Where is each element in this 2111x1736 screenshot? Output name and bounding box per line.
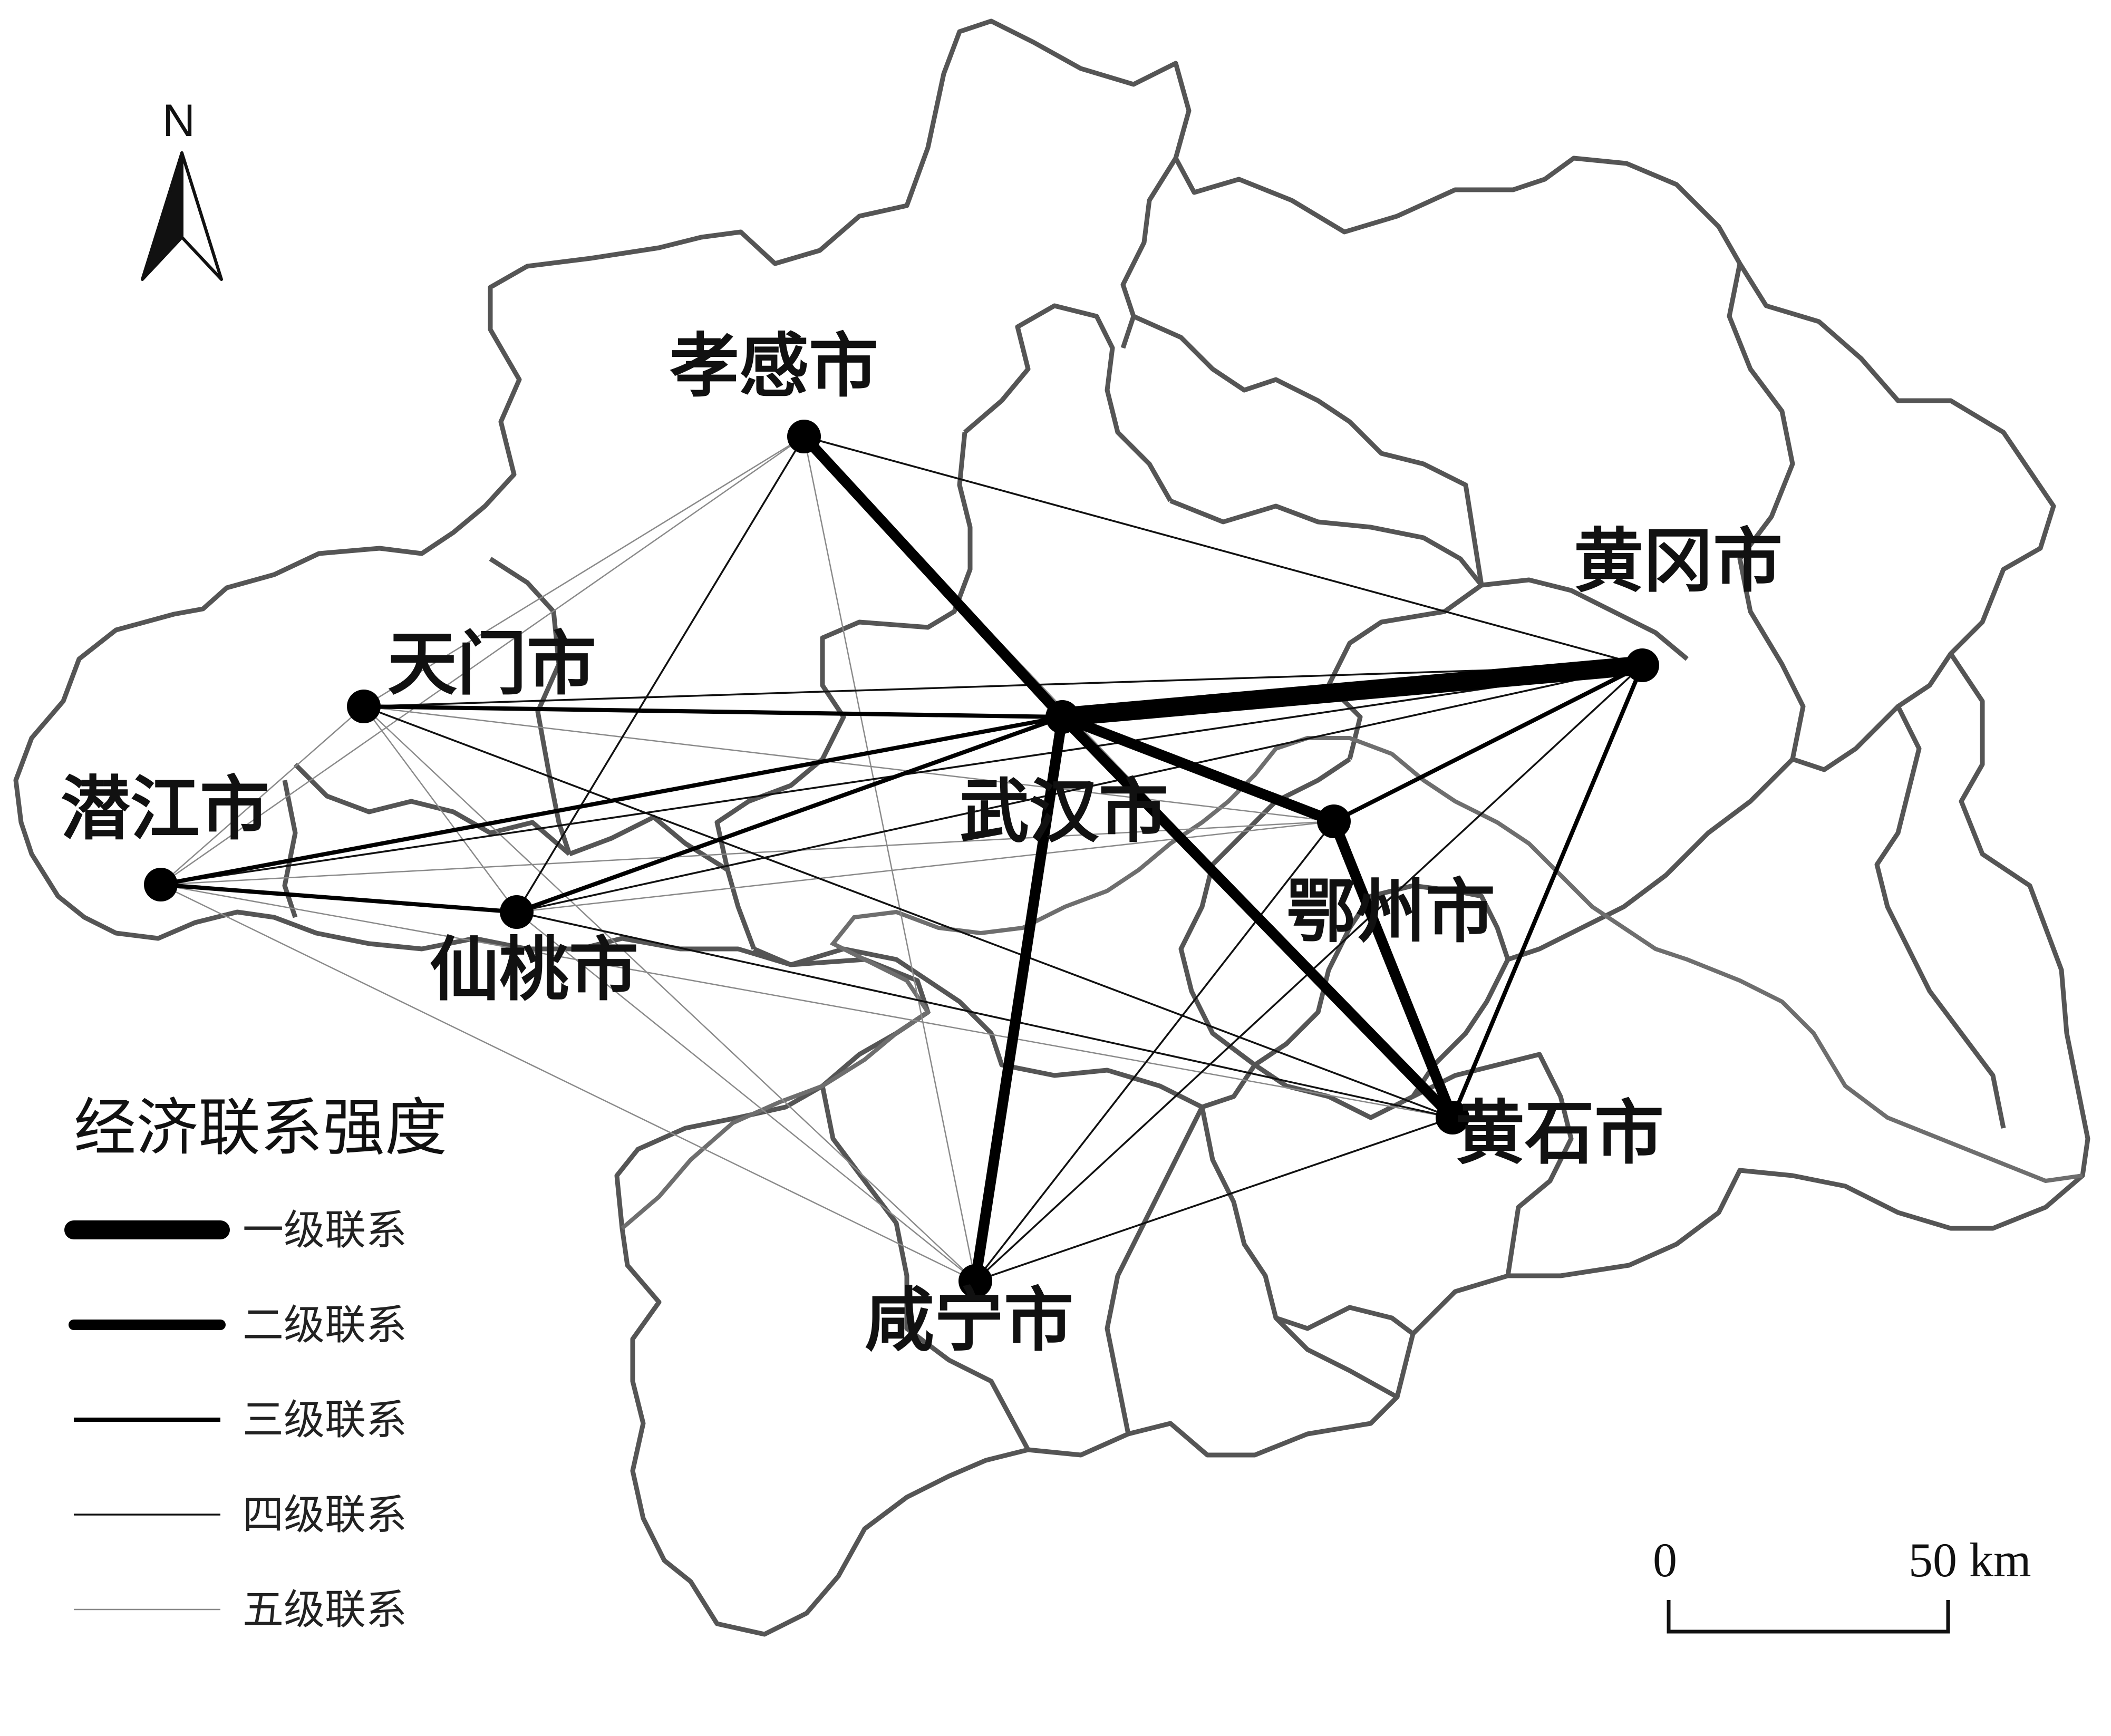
boundary-xiaogan-tianmen: [489, 557, 572, 855]
link-tianmen-xianning: [363, 705, 976, 1282]
city-node-huanggang: [1625, 648, 1659, 682]
north-arrow-outline-icon: [180, 151, 223, 281]
link-xiantao-xianning: [516, 911, 976, 1282]
legend-title: 经济联系强度: [74, 1091, 447, 1164]
link-qianjiang-wuhan: [159, 715, 1064, 887]
link-xiantao-wuhan: [515, 715, 1064, 914]
link-xiaogan-huanggang: [803, 435, 1643, 666]
boundary-huanggang-inner-1: [1481, 577, 1689, 661]
link-wuhan-ezhou: [1057, 712, 1339, 827]
link-xiaogan-qianjiang: [160, 435, 805, 886]
boundary-huangshi-north: [1253, 1052, 1574, 1276]
city-label-xianning: 咸宁市: [865, 1280, 1073, 1361]
scale-bar: 0 50 km: [1653, 1533, 2031, 1634]
city-label-tianmen: 天门市: [388, 624, 596, 705]
legend-label-level-4: 四级联系: [243, 1491, 407, 1539]
scale-end-label: 50 km: [1909, 1533, 2031, 1587]
boundary-xiaogan-wuhan: [963, 303, 1173, 502]
legend-label-level-1: 一级联系: [243, 1207, 407, 1254]
north-arrow: N: [141, 95, 223, 281]
link-ezhou-huangshi: [1329, 816, 1458, 1123]
boundary-huanggang-inner-4: [1874, 705, 2006, 1129]
boundary-huanggang-inner-3: [1507, 757, 1795, 962]
city-node-ezhou: [1317, 804, 1351, 838]
link-tianmen-wuhan: [362, 704, 1064, 719]
city-label-wuhan: 武汉市: [960, 771, 1168, 852]
city-label-huanggang: 黄冈市: [1574, 521, 1783, 602]
scale-start-label: 0: [1653, 1533, 1677, 1587]
link-xiaogan-xiantao: [516, 435, 805, 913]
link-tianmen-xiantao: [363, 705, 518, 913]
link-xiaogan-xianning: [803, 435, 976, 1282]
link-tianmen-ezhou: [363, 705, 1335, 822]
boundary-xianning-inner-1: [820, 1085, 1030, 1451]
boundary-ezhou: [1253, 883, 1510, 1098]
link-wuhan-huanggang: [1053, 656, 1652, 726]
link-xiantao-ezhou: [516, 820, 1335, 913]
link-qianjiang-tianmen: [160, 705, 365, 886]
link-qianjiang-xiantao: [159, 882, 519, 914]
boundary-tianmen-qianjiang: [293, 762, 571, 856]
boundary-xianning-inner-3: [1275, 1305, 1415, 1336]
boundary-wuhan-east: [1178, 757, 1351, 1067]
north-label: N: [162, 95, 195, 146]
link-ezhou-huanggang: [1332, 663, 1644, 823]
boundary-wuhan-south: [753, 946, 1257, 1110]
link-xianning-ezhou: [974, 820, 1335, 1282]
boundary-xianning-inner-2: [1105, 1105, 1205, 1434]
link-xiaogan-tianmen: [363, 435, 805, 707]
city-node-xiantao: [500, 895, 534, 929]
link-wuhan-xiaogan: [799, 431, 1068, 722]
boundary-huanggang-inner-6: [1132, 314, 1484, 586]
city-label-xiaogan: 孝感市: [670, 326, 878, 407]
scale-bar-line: [1667, 1600, 1950, 1634]
legend-label-level-3: 三级联系: [243, 1396, 407, 1444]
link-qianjiang-xianning: [160, 884, 976, 1282]
link-xiantao-huangshi: [516, 911, 1454, 1119]
legend: 经济联系强度 一级联系 二级联系 三级联系 四级联系 五级联系: [64, 1091, 447, 1634]
city-nodes: [144, 420, 1659, 1298]
link-qianjiang-huangshi: [160, 884, 1454, 1119]
link-qianjiang-ezhou: [160, 820, 1335, 886]
link-wuhan-huangshi: [1057, 712, 1458, 1123]
economic-links: [159, 431, 1652, 1286]
city-node-xiaogan: [787, 420, 821, 453]
city-node-huangshi: [1436, 1101, 1469, 1134]
city-node-xianning: [958, 1264, 992, 1298]
boundary-huangshi-west: [1199, 1107, 1399, 1399]
city-labels: 孝感市 黄冈市 天门市 武汉市 潜江市 鄂州市 仙桃市 黄石市 咸宁市: [61, 326, 1783, 1361]
city-label-qianjiang: 潜江市: [61, 769, 269, 850]
city-node-wuhan: [1045, 700, 1079, 734]
city-label-ezhou: 鄂州市: [1286, 871, 1495, 953]
boundary-xiantao-east: [568, 814, 757, 950]
boundary-huanggang-inner-2: [1727, 263, 1806, 760]
link-xiantao-huanggang: [516, 664, 1643, 913]
boundary-xiaogan-huanggang: [1120, 157, 1178, 349]
city-label-huangshi: 黄石市: [1455, 1093, 1664, 1174]
legend-label-level-2: 二级联系: [243, 1302, 407, 1349]
city-node-qianjiang: [144, 868, 178, 901]
legend-label-level-5: 五级联系: [243, 1586, 407, 1634]
link-xianning-huangshi: [974, 1117, 1454, 1282]
link-huangshi-huanggang: [1450, 663, 1644, 1120]
city-node-tianmen: [347, 690, 381, 723]
link-tianmen-huangshi: [363, 705, 1454, 1119]
boundary-huanggang-inner-5: [1792, 652, 1953, 772]
link-tianmen-huanggang: [363, 664, 1643, 707]
boundary-wuhan-north: [1169, 498, 1484, 760]
link-wuhan-xianning: [970, 712, 1068, 1286]
city-label-xiantao: 仙桃市: [430, 929, 638, 1011]
